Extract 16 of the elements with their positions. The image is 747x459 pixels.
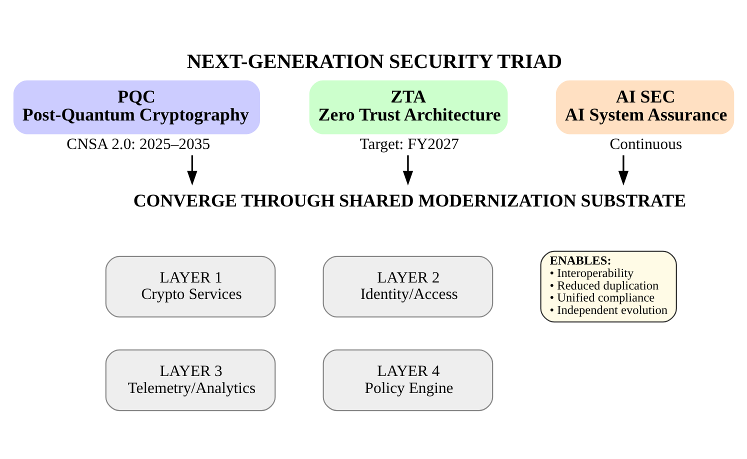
node-box: ZTA Zero Trust Architecture: [309, 80, 508, 134]
node-box: LAYER 1 Crypto Services: [105, 256, 276, 318]
node-box: LAYER 2 Identity/Access: [322, 256, 494, 318]
node-text: CONVERGE THROUGH SHARED MODERNIZATION SUBSTRATE: [133, 190, 686, 210]
node-label: CNSA 2.0: 2025–2035: [66, 136, 210, 154]
node-box: AI SEC AI System Assurance: [556, 80, 734, 134]
node-label: Target: FY2027: [360, 136, 460, 154]
node-box: ENABLES: • Interoperability • Reduced duplication • Unified compliance • Independent evolution: [540, 250, 677, 323]
node-box: PQC Post-Quantum Cryptography: [13, 80, 260, 134]
arrow: [618, 155, 629, 186]
node-box: LAYER 4 Policy Engine: [322, 349, 494, 412]
diagram-title: NEXT-GENERATION SECURITY TRIAD: [186, 50, 562, 73]
arrow: [402, 155, 414, 186]
arrow: [187, 155, 198, 186]
node-box: LAYER 3 Telemetry/Analytics: [105, 349, 276, 412]
node-label: Continuous: [610, 136, 682, 154]
